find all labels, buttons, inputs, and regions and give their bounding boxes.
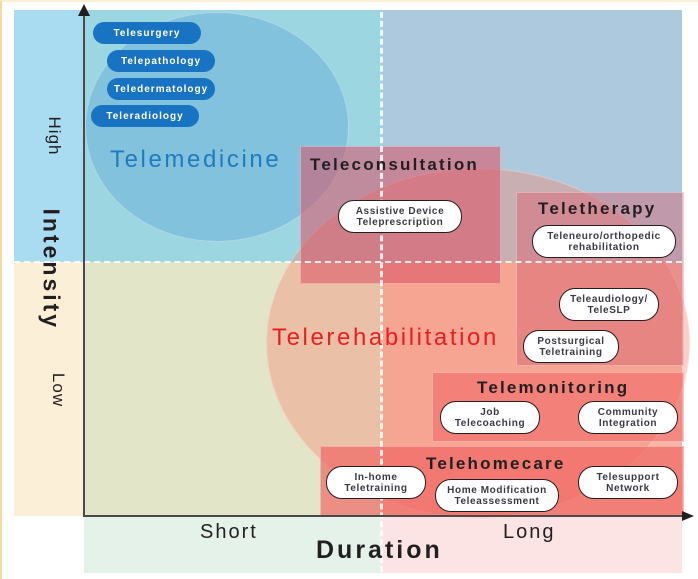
service-in-home-teletraining: In-home Teletraining — [326, 466, 426, 499]
service-assistive-device-teleprescription: Assistive Device Teleprescription — [338, 200, 462, 233]
service-line: Network — [606, 482, 650, 494]
teleconsultation-title: Teleconsultation — [310, 155, 480, 174]
y-high-label: High — [45, 116, 64, 156]
x-short-label: Short — [200, 521, 258, 543]
service-line: Postsurgical — [537, 335, 605, 347]
service-line: Telesupport — [596, 471, 660, 483]
service-line: Telecoaching — [454, 417, 526, 429]
duration-divider — [380, 12, 383, 572]
intensity-divider — [14, 261, 682, 263]
x-axis-title: Duration — [316, 536, 443, 564]
service-line: rehabilitation — [568, 241, 640, 253]
x-axis-band-long — [382, 516, 682, 573]
service-home-modification-teleassessment: Home Modification Teleassessment — [435, 479, 559, 512]
y-axis-line — [83, 12, 85, 516]
service-teleaudiology-teleslp: Teleaudiology/ TeleSLP — [559, 288, 659, 321]
telemedicine-label: Telemedicine — [110, 146, 282, 173]
service-telesurgery: Telesurgery — [93, 22, 201, 44]
telerehabilitation-label: Telerehabilitation — [272, 324, 499, 351]
y-low-label: Low — [49, 372, 68, 408]
telehomecare-title: Telehomecare — [426, 454, 566, 473]
service-community-integration: Community Integration — [578, 401, 678, 434]
service-line: Job — [480, 406, 500, 418]
x-axis-band-short — [84, 516, 382, 573]
service-telesupport-network: Telesupport Network — [578, 466, 678, 499]
y-axis-title: Intensity — [38, 208, 65, 331]
telemonitoring-title: Telemonitoring — [477, 378, 630, 397]
service-line: Integration — [598, 417, 658, 429]
service-line: Teleneuro/orthopedic — [547, 230, 661, 242]
service-line: Community — [597, 406, 659, 418]
service-line: Home Modification — [447, 484, 547, 496]
service-line: Teletraining — [344, 482, 408, 494]
service-line: Teleaudiology/ — [570, 293, 648, 305]
service-line: Teletraining — [539, 346, 603, 358]
service-line: Teleassessment — [454, 495, 540, 507]
x-long-label: Long — [503, 521, 556, 543]
x-axis-arrow-icon — [682, 511, 694, 521]
service-line: TeleSLP — [587, 304, 631, 316]
service-line: Assistive Device — [355, 205, 445, 217]
y-axis-arrow-icon — [78, 4, 90, 16]
y-axis-band-low — [14, 262, 84, 516]
service-teledermatology: Teledermatology — [107, 78, 215, 100]
service-telepathology: Telepathology — [107, 50, 215, 72]
teletherapy-title: Teletherapy — [538, 199, 657, 218]
service-line: In-home — [354, 471, 398, 483]
service-teleradiology: Teleradiology — [91, 105, 199, 127]
service-line: Teleprescription — [356, 216, 444, 228]
x-axis-line — [83, 515, 685, 517]
service-job-telecoaching: Job Telecoaching — [440, 401, 540, 434]
y-axis-band-high — [14, 10, 84, 262]
service-postsurgical-teletraining: Postsurgical Teletraining — [523, 330, 619, 363]
service-teleneuro-orthopedic-rehabilitation: Teleneuro/orthopedic rehabilitation — [532, 225, 676, 258]
